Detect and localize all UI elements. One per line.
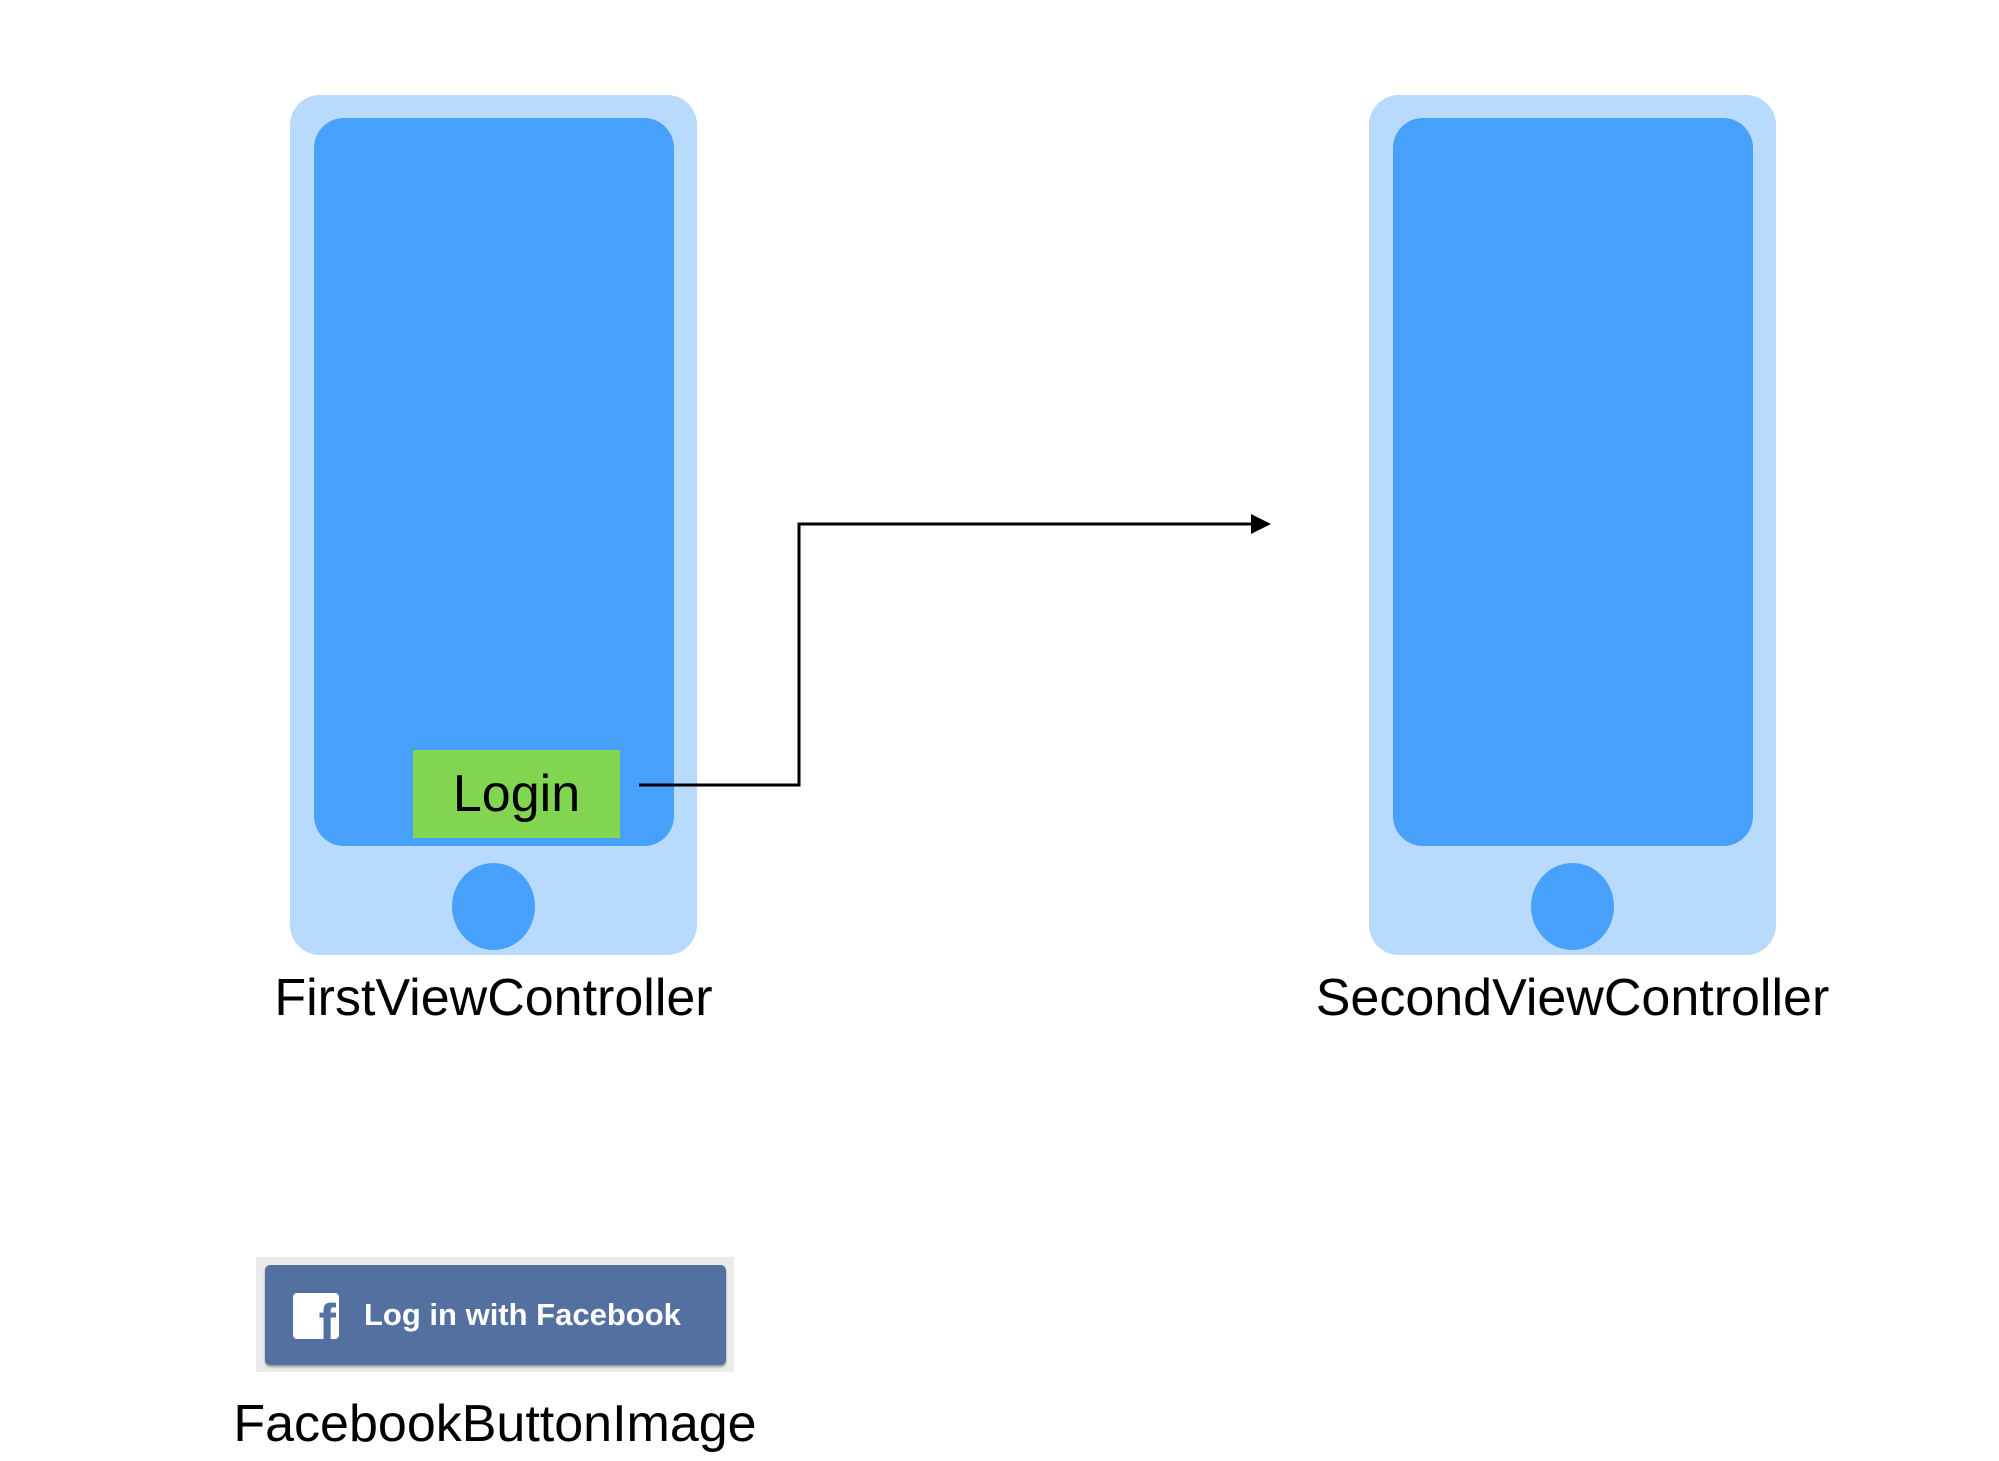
arrow-head-icon [1251, 514, 1271, 534]
facebook-button-image: f Log in with Facebook [256, 1257, 734, 1372]
facebook-f-glyph: f [318, 1294, 336, 1339]
segue-line [639, 522, 1252, 787]
home-button-icon [452, 863, 535, 950]
first-view-controller-caption: FirstViewController [274, 969, 713, 1027]
first-view-controller-screen: Login [314, 118, 674, 846]
second-view-controller-screen [1393, 118, 1753, 846]
home-button-icon [1531, 863, 1614, 950]
first-view-controller-phone: Login [290, 95, 697, 955]
facebook-f-icon: f [293, 1293, 339, 1339]
facebook-button-image-caption: FacebookButtonImage [233, 1395, 757, 1453]
second-view-controller-phone [1369, 95, 1776, 955]
facebook-login-label: Log in with Facebook [364, 1297, 681, 1332]
facebook-login-button[interactable]: f Log in with Facebook [265, 1265, 726, 1365]
second-view-controller-caption: SecondViewController [1315, 969, 1830, 1027]
login-button[interactable]: Login [413, 750, 620, 838]
